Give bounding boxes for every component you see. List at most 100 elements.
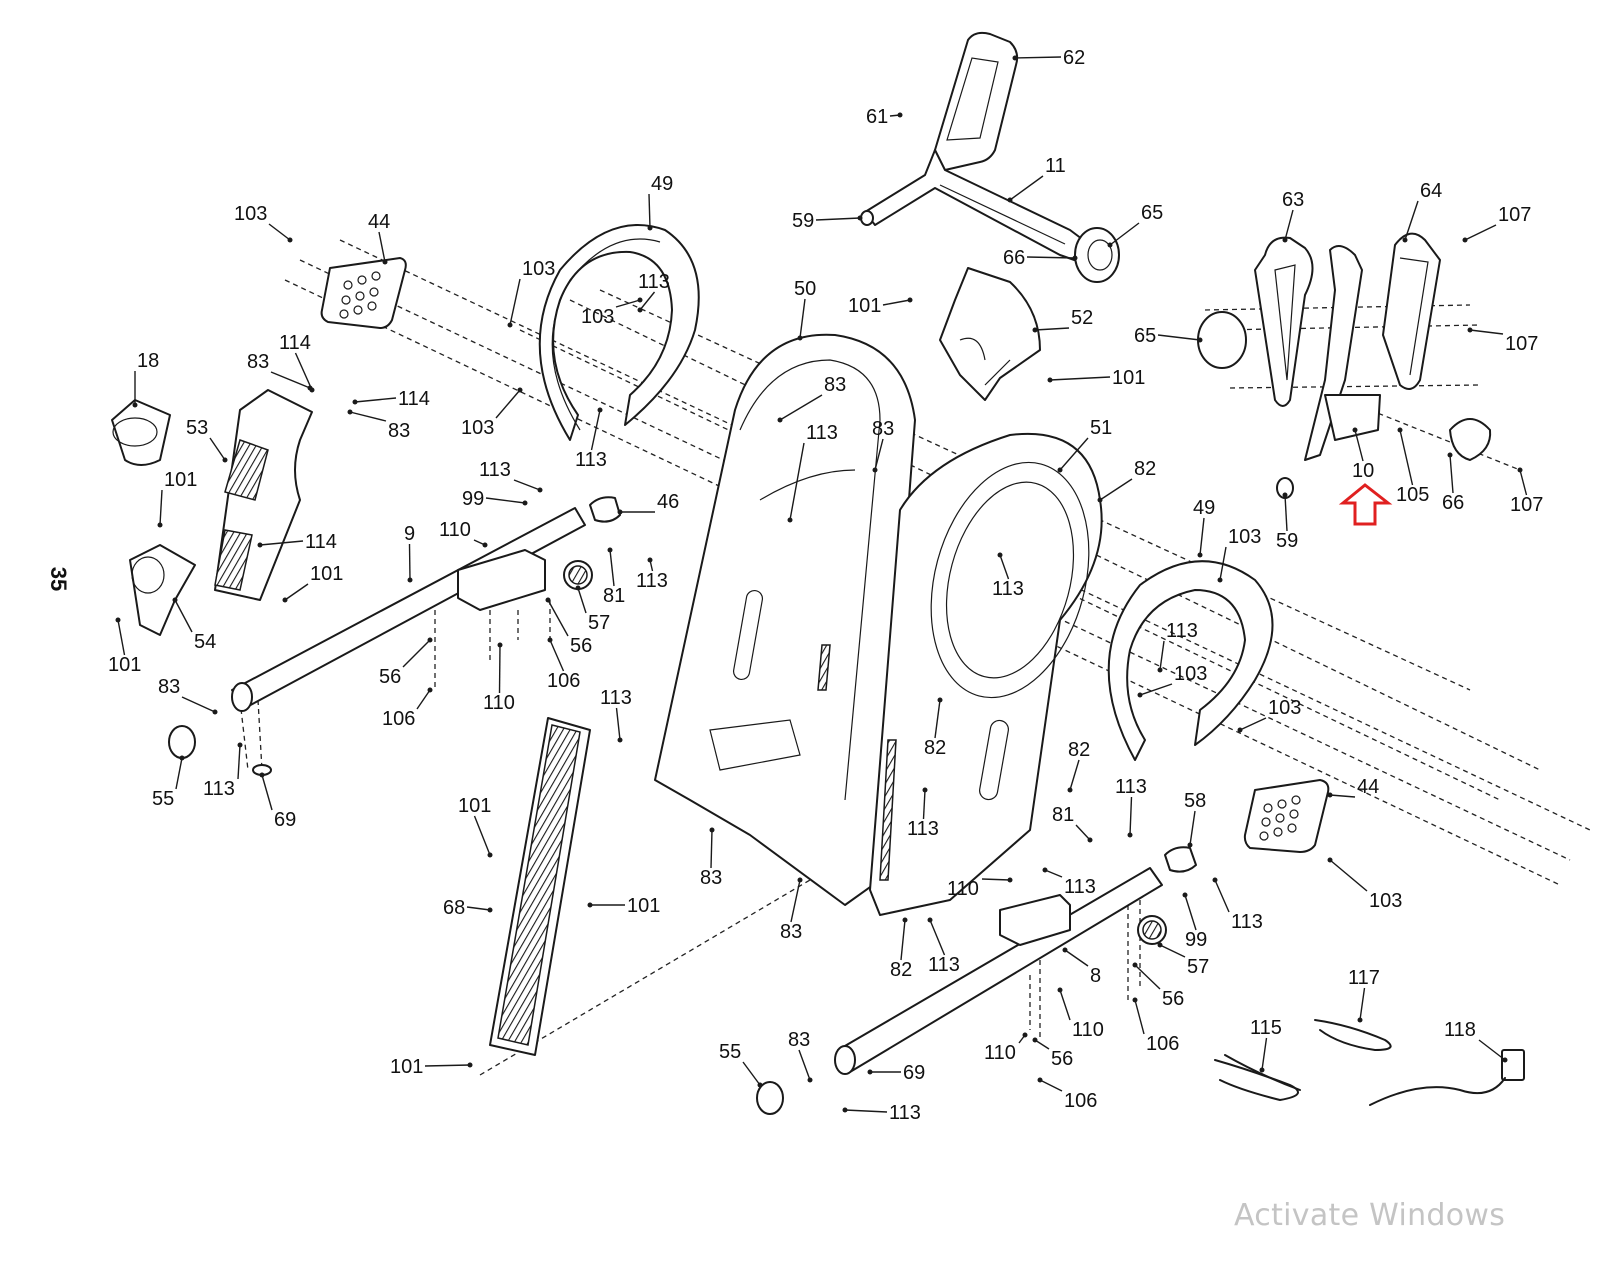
leader-line [175, 757, 183, 790]
fastener-dot [647, 225, 653, 231]
fastener-dot [1137, 692, 1143, 698]
leader-line [354, 397, 397, 403]
fastener-dot [282, 597, 288, 603]
callout-101: 101 [848, 295, 913, 317]
callout-label: 58 [1184, 790, 1206, 812]
callout-113: 113 [600, 687, 632, 743]
leader-line [237, 744, 241, 780]
callout-101: 101 [458, 795, 493, 858]
leader-line [1519, 469, 1528, 496]
callout-label: 83 [824, 374, 846, 396]
fastener-dot [547, 637, 553, 643]
leader-line [1034, 1039, 1050, 1050]
leader-line [1284, 209, 1294, 241]
callout-82: 82 [924, 697, 946, 759]
fastener-dot [997, 552, 1003, 558]
leader-line [1159, 640, 1165, 671]
callout-81: 81 [603, 547, 625, 607]
callout-label: 107 [1510, 494, 1543, 516]
fastener-dot [482, 542, 488, 548]
part-65-bushing-right [1197, 311, 1247, 369]
fastener-dot [1132, 962, 1138, 968]
fastener-dot [1097, 497, 1103, 503]
fastener-dot [787, 517, 793, 523]
fastener-dot [212, 709, 218, 715]
callout-8: 8 [1062, 947, 1101, 987]
part-9-front-stabilizer [231, 496, 621, 712]
leader-line [1157, 334, 1201, 341]
leader-line [922, 789, 926, 820]
callout-label: 103 [461, 417, 494, 439]
callout-101: 101 [587, 895, 660, 917]
callout-label: 59 [1276, 530, 1298, 552]
fastener-dot [179, 755, 185, 761]
callout-55: 55 [152, 755, 185, 810]
callout-label: 113 [1231, 911, 1263, 933]
leader-line [1261, 1037, 1268, 1071]
part-49-disc-cover-left [538, 224, 700, 441]
part-50-left-shield [654, 333, 916, 906]
fastener-dot [617, 509, 623, 515]
leader-line [742, 1061, 761, 1086]
leader-line [815, 217, 861, 221]
fastener-dot [1072, 255, 1078, 261]
leader-line [1049, 376, 1111, 381]
fastener-dot [1282, 492, 1288, 498]
callout-83: 83 [700, 827, 722, 889]
leader-line [408, 543, 411, 581]
callout-53: 53 [186, 417, 228, 463]
callout-label: 113 [907, 818, 939, 840]
leader-line [181, 696, 216, 713]
leader-line [416, 689, 431, 710]
callout-101: 101 [1047, 367, 1145, 389]
callout-106: 106 [1132, 997, 1179, 1055]
leader-line [577, 587, 587, 614]
callout-label: 113 [636, 570, 668, 592]
fastener-dot [777, 417, 783, 423]
callout-label: 101 [1112, 367, 1145, 389]
callout-113: 113 [479, 459, 543, 493]
fastener-dot [427, 637, 433, 643]
callout-113: 113 [575, 407, 607, 471]
callout-11: 11 [1007, 155, 1066, 203]
callout-110: 110 [984, 1032, 1028, 1064]
leader-line [1399, 429, 1414, 486]
fastener-dot [937, 697, 943, 703]
fastener-dot [507, 322, 513, 328]
callout-46: 46 [617, 491, 679, 515]
callout-label: 107 [1505, 333, 1538, 355]
callout-10: 10 [1352, 427, 1374, 482]
leader-line [779, 394, 823, 421]
callout-label: 56 [1162, 988, 1184, 1010]
leader-line [495, 389, 521, 419]
fastener-dot [709, 827, 715, 833]
callout-113: 113 [842, 1102, 921, 1124]
part-118-power-adapter [1369, 1049, 1525, 1106]
leader-line [1219, 546, 1227, 581]
leader-line [590, 409, 601, 451]
fastener-dot [347, 409, 353, 415]
leader-line [798, 1049, 811, 1081]
callout-49: 49 [647, 173, 673, 231]
leader-line [1139, 683, 1173, 696]
leader-line [648, 193, 651, 229]
callout-label: 61 [866, 106, 888, 128]
callout-label: 101 [627, 895, 660, 917]
callout-label: 10 [1352, 460, 1374, 482]
callout-113: 113 [1157, 620, 1198, 673]
leader-line [1354, 429, 1364, 462]
callout-label: 65 [1141, 202, 1163, 224]
callout-56: 56 [379, 637, 433, 688]
callout-56: 56 [545, 597, 592, 657]
fastener-dot [1217, 577, 1223, 583]
callout-103: 103 [507, 258, 555, 328]
fastener-dot [287, 237, 293, 243]
part-54-cup-holder [129, 544, 196, 636]
fastener-dot [842, 1107, 848, 1113]
callout-50: 50 [794, 278, 816, 341]
leader-line [1184, 894, 1197, 931]
callout-66: 66 [1003, 247, 1078, 269]
callout-label: 113 [638, 271, 670, 293]
fastener-dot [637, 297, 643, 303]
leader-line [999, 554, 1010, 580]
